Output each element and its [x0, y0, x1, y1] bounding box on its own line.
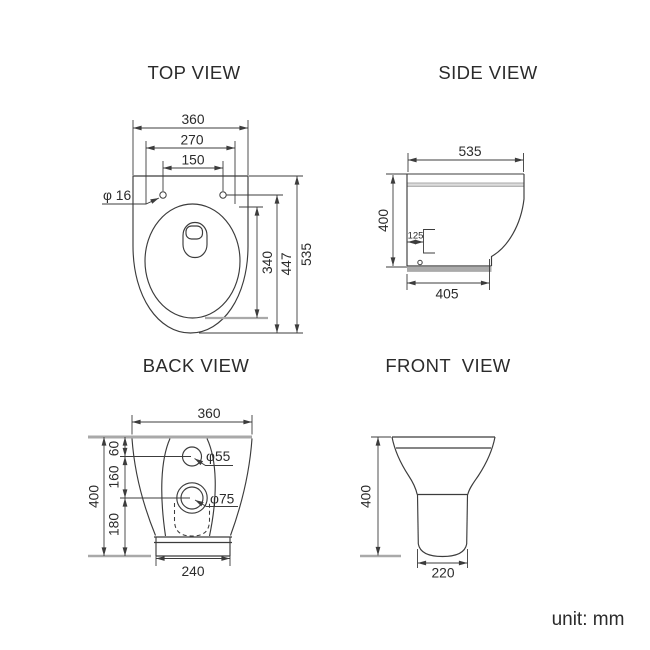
top-view-dimensions: 360 270 150 340 447 535 φ 16	[102, 112, 314, 334]
dim-label-hole-diameter: φ 16	[103, 188, 131, 203]
dim-label-top-535: 535	[299, 243, 314, 266]
view-title-front: FRONT VIEW	[385, 355, 510, 376]
dim-label-outlet-diameter: φ75	[210, 492, 235, 507]
outer-right-curve	[229, 438, 253, 536]
leader-hole-diameter	[102, 197, 160, 205]
dim-label-inlet-diameter: φ55	[206, 449, 231, 464]
fixing-hole	[417, 259, 423, 266]
right-side-curve	[467, 436, 496, 495]
flush-outlet-outer	[182, 221, 208, 259]
front-view: FRONT VIEW 400 220	[359, 355, 511, 581]
left-side-curve	[391, 436, 418, 495]
dim-label-side-125: 125	[408, 231, 424, 242]
trapway-hidden-contour	[173, 503, 211, 537]
dim-label-back-180: 180	[107, 513, 122, 536]
side-view-dimensions: 535 400 125 405	[376, 144, 524, 302]
back-view: BACK VIEW 360 400 60	[87, 355, 253, 579]
dim-label-top-270: 270	[180, 133, 203, 148]
outer-left-curve	[131, 438, 157, 536]
dim-label-back-160: 160	[107, 465, 122, 488]
dim-label-back-60: 60	[107, 441, 122, 457]
base-band	[407, 267, 492, 271]
dim-label-top-360: 360	[181, 112, 204, 127]
dim-label-top-150: 150	[181, 153, 204, 168]
fixing-bracket	[423, 229, 435, 254]
dim-label-front-220: 220	[431, 566, 454, 581]
mounting-hole-left	[159, 191, 167, 199]
top-view: TOP VIEW 360 270	[102, 62, 314, 334]
view-title-back: BACK VIEW	[143, 355, 250, 376]
leader-outlet-diameter	[194, 499, 238, 507]
front-profile-curve	[490, 174, 525, 266]
dim-label-back-360: 360	[197, 406, 220, 421]
dim-label-top-447: 447	[279, 252, 294, 275]
view-title-top: TOP VIEW	[148, 62, 241, 83]
dim-label-back-400: 400	[87, 485, 102, 508]
side-view-body	[386, 173, 525, 272]
side-view: SIDE VIEW 535 400 125	[376, 62, 537, 302]
inner-left-curve	[161, 438, 171, 537]
flush-outlet-inner	[185, 225, 204, 240]
front-view-body	[391, 436, 496, 558]
leader-inlet-diameter	[194, 458, 233, 466]
dim-label-side-405: 405	[435, 287, 458, 302]
dim-label-front-400: 400	[359, 485, 374, 508]
top-body-outline	[132, 175, 249, 334]
unit-label: unit: mm	[552, 609, 625, 630]
front-view-dimensions: 400 220	[359, 436, 468, 581]
foot-curve	[417, 543, 468, 558]
dim-label-side-400: 400	[376, 209, 391, 232]
back-view-dimensions: 360 400 60 160 180 φ55 φ75 240	[87, 406, 253, 579]
top-view-body	[132, 175, 249, 334]
dim-label-side-535: 535	[458, 144, 481, 159]
bowl-opening-ellipse	[144, 203, 241, 319]
mounting-hole-right	[219, 191, 227, 199]
dim-label-back-240: 240	[181, 564, 204, 579]
inner-right-curve	[206, 438, 216, 537]
view-title-side: SIDE VIEW	[438, 62, 537, 83]
dim-label-top-340: 340	[260, 251, 275, 274]
